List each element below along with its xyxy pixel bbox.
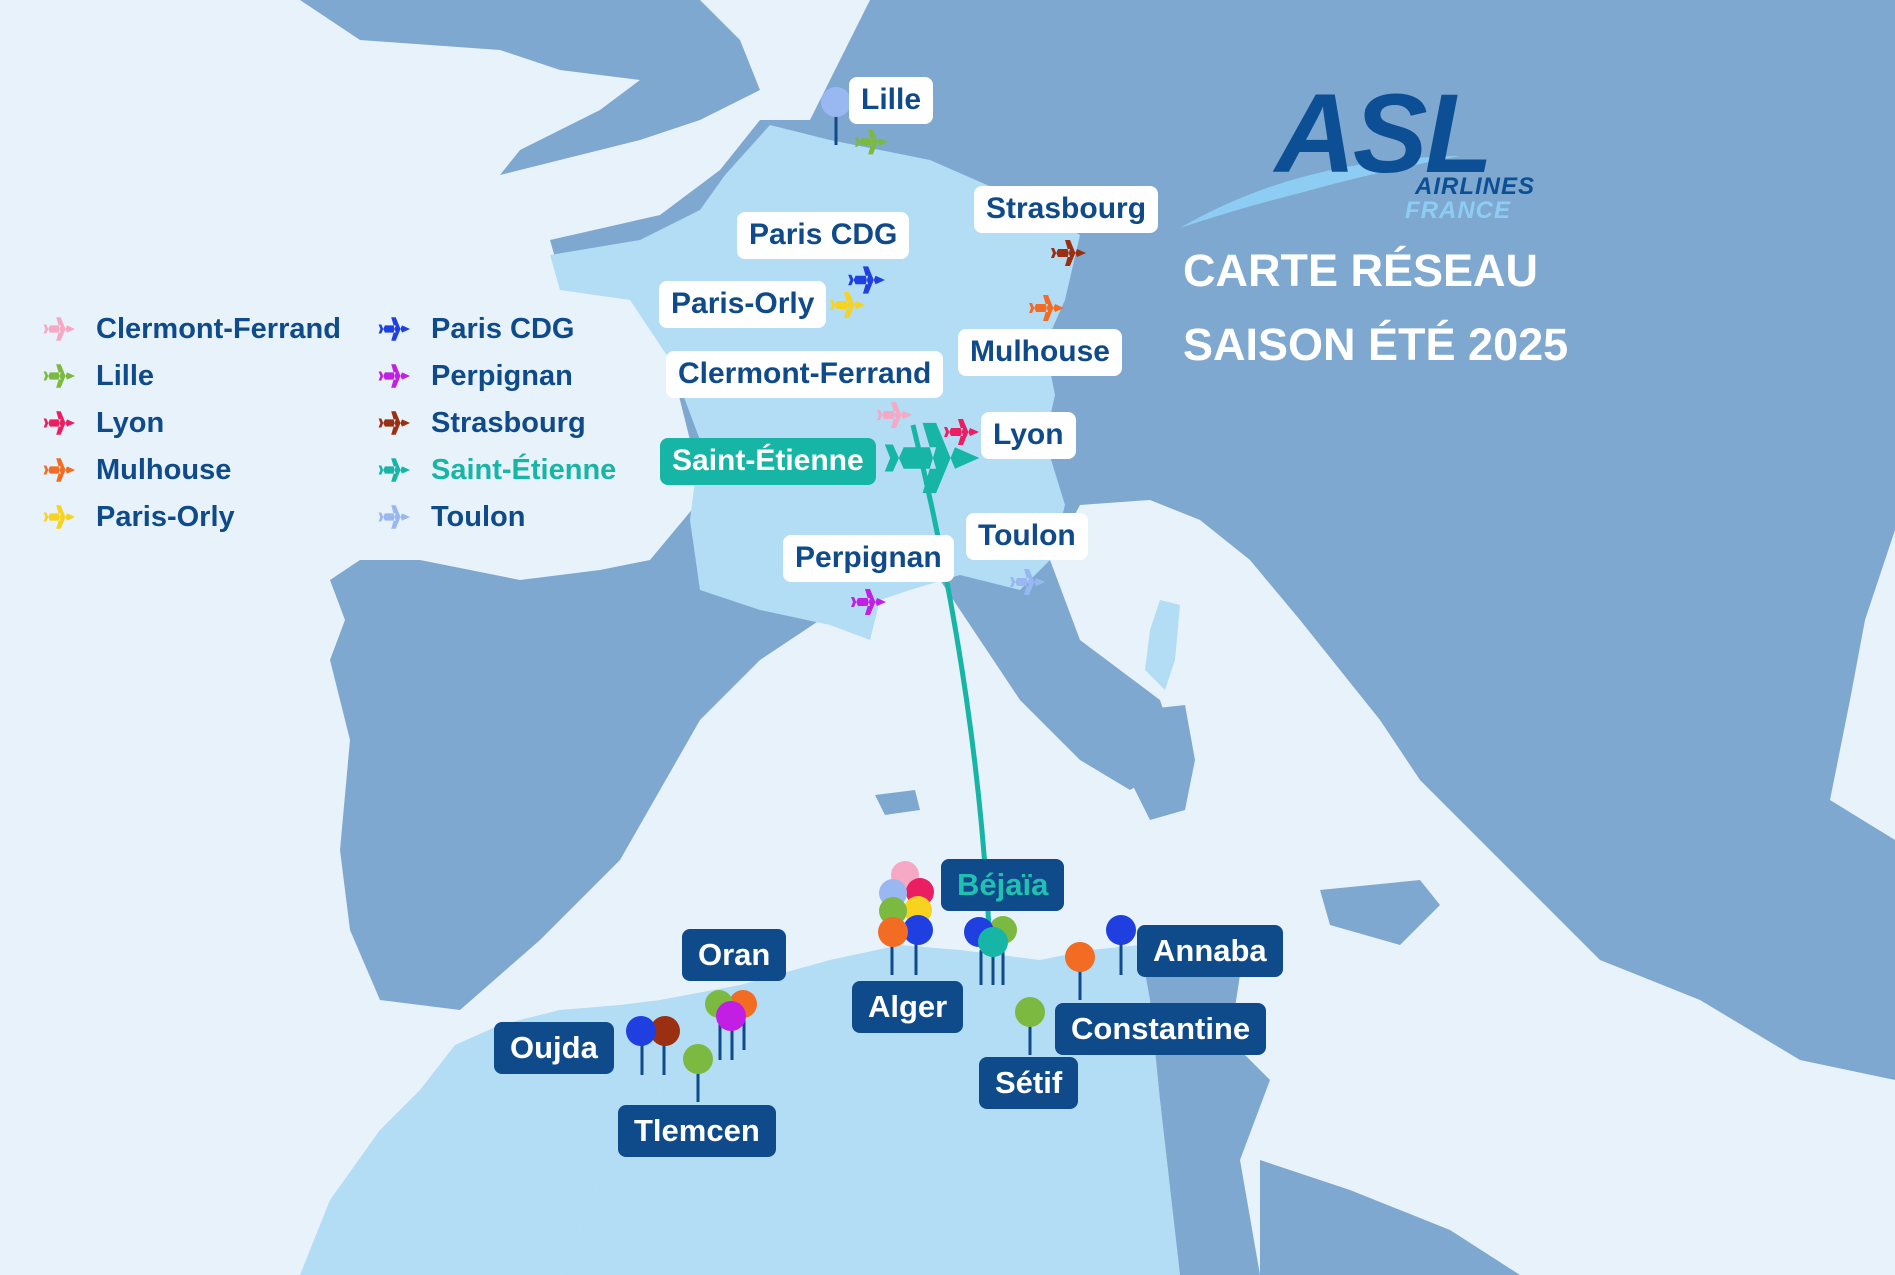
legend-label: Paris CDG — [431, 312, 575, 345]
plane-icon — [43, 505, 76, 529]
label-tlemcen: Tlemcen — [618, 1105, 776, 1157]
legend-item-perpignan: Perpignan — [375, 357, 635, 395]
label-strasbourg: Strasbourg — [974, 186, 1159, 233]
pins-setif — [1015, 997, 1045, 1055]
balearic-shape — [875, 790, 920, 815]
label-oujda: Oujda — [494, 1022, 614, 1074]
sardinia-shape — [1130, 705, 1195, 820]
europe-land — [300, 0, 1895, 1080]
legend-item-mulhouse: Mulhouse — [40, 451, 375, 489]
plane-icon — [884, 422, 980, 494]
label-annaba: Annaba — [1137, 925, 1283, 977]
plane-marker-lyon — [944, 419, 979, 445]
pins-tlemcen — [683, 1044, 713, 1102]
pins-annaba — [1106, 915, 1136, 975]
label-saint-etienne: Saint-Étienne — [660, 438, 876, 485]
legend-item-lyon: Lyon — [40, 404, 375, 442]
title-line-2: SAISON ÉTÉ 2025 — [1183, 319, 1569, 370]
label-alger: Alger — [852, 981, 964, 1033]
label-mulhouse: Mulhouse — [958, 329, 1122, 376]
label-orly: Paris-Orly — [659, 281, 827, 328]
plane-icon — [43, 411, 76, 435]
legend-item-clermont: Clermont-Ferrand — [40, 310, 375, 348]
logo-sub-france: FRANCE — [1405, 197, 1511, 224]
label-setif: Sétif — [979, 1057, 1079, 1109]
pin-lille — [821, 87, 851, 145]
libya-shape — [1260, 1160, 1520, 1275]
legend-label: Strasbourg — [431, 406, 586, 439]
legend-label: Lyon — [96, 406, 165, 439]
plane-marker-saint-etienne — [884, 422, 980, 494]
label-toulon: Toulon — [966, 513, 1088, 560]
label-oran: Oran — [682, 929, 787, 981]
plane-icon — [378, 317, 411, 341]
pins-constantine — [1065, 942, 1095, 1000]
plane-icon — [43, 317, 76, 341]
legend-label: Lille — [96, 359, 155, 392]
plane-marker-mulhouse — [1029, 295, 1064, 321]
plane-icon — [830, 292, 865, 318]
plane-marker-cdg — [848, 266, 885, 294]
plane-icon — [43, 458, 76, 482]
label-lyon: Lyon — [981, 412, 1076, 459]
plane-marker-orly — [830, 292, 865, 318]
logo-wordmark: ASL — [1275, 71, 1493, 196]
legend-item-cdg: Paris CDG — [375, 310, 635, 348]
plane-icon — [851, 589, 886, 615]
title-line-1: CARTE RÉSEAU — [1183, 245, 1539, 296]
plane-icon — [877, 402, 912, 428]
legend-label: Saint-Étienne — [431, 453, 617, 486]
plane-icon — [378, 411, 411, 435]
plane-icon — [854, 129, 889, 155]
pins-oran — [705, 990, 757, 1060]
legend-item-saint-etienne: Saint-Étienne — [375, 451, 635, 489]
plane-icon — [1051, 240, 1086, 266]
logo-sub-airlines: AIRLINES — [1415, 173, 1536, 200]
legend-label: Clermont-Ferrand — [96, 312, 341, 345]
label-bejaia: Béjaïa — [941, 859, 1065, 911]
plane-marker-clermont — [877, 402, 912, 428]
legend-label: Mulhouse — [96, 453, 232, 486]
plane-marker-lille — [854, 129, 889, 155]
asl-airlines-logo: ASL AIRLINES FRANCE — [1180, 78, 1580, 238]
legend-item-lille: Lille — [40, 357, 375, 395]
pins-oujda — [626, 1016, 680, 1075]
label-perpignan: Perpignan — [783, 535, 954, 582]
plane-icon — [848, 266, 885, 294]
plane-icon — [378, 364, 411, 388]
plane-icon — [944, 419, 979, 445]
label-lille: Lille — [849, 77, 934, 124]
label-constantine: Constantine — [1055, 1003, 1267, 1055]
legend: Clermont-Ferrand Paris CDG Lille Perpign… — [40, 310, 635, 536]
legend-label: Toulon — [431, 500, 526, 533]
legend-label: Perpignan — [431, 359, 573, 392]
label-cdg: Paris CDG — [737, 212, 910, 259]
plane-icon — [378, 458, 411, 482]
plane-marker-toulon — [1010, 569, 1045, 595]
plane-icon — [378, 505, 411, 529]
legend-item-toulon: Toulon — [375, 498, 635, 536]
pins-alger — [878, 861, 934, 975]
plane-icon — [1010, 569, 1045, 595]
label-clermont: Clermont-Ferrand — [666, 351, 944, 398]
plane-marker-perpignan — [851, 589, 886, 615]
north-africa-land — [300, 935, 1520, 1275]
plane-icon — [1029, 295, 1064, 321]
algeria-shape — [560, 945, 1180, 1275]
pins-bejaia — [964, 916, 1017, 985]
british-isles-shape — [300, 0, 760, 175]
legend-item-strasbourg: Strasbourg — [375, 404, 635, 442]
plane-marker-strasbourg — [1051, 240, 1086, 266]
legend-label: Paris-Orly — [96, 500, 235, 533]
corsica-shape — [1145, 600, 1180, 690]
plane-icon — [43, 364, 76, 388]
legend-item-orly: Paris-Orly — [40, 498, 375, 536]
sicily-shape — [1320, 880, 1440, 945]
